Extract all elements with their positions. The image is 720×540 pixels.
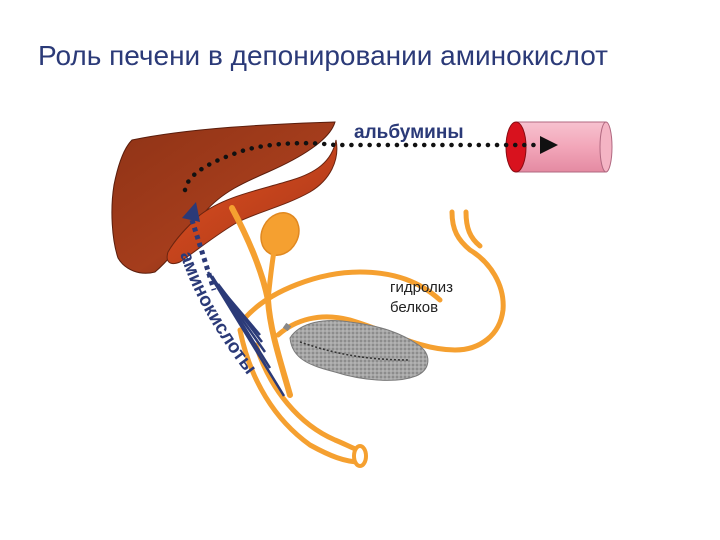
hydrolysis-line-1: гидролиз	[390, 279, 453, 296]
hydrolysis-label: гидролиз белков	[390, 279, 457, 316]
hydrolysis-line-2: белков	[390, 299, 438, 316]
duodenum-end	[352, 444, 368, 468]
slide-title: Роль печени в депонировании аминокислот	[38, 40, 608, 71]
pancreatic-duct-junction	[282, 322, 292, 332]
pancreas	[289, 320, 429, 381]
duodenum	[237, 209, 506, 465]
liver	[111, 121, 338, 274]
albumin-arrowhead	[540, 136, 558, 154]
amino-acid-absorption-lines	[206, 271, 286, 397]
bile-ducts	[229, 205, 293, 398]
gallbladder	[260, 212, 300, 256]
blood-vessel	[505, 121, 613, 173]
amino-acid-arrowhead	[182, 202, 200, 222]
albumins-label: альбумины	[354, 122, 464, 143]
albumin-pathway	[182, 136, 558, 193]
